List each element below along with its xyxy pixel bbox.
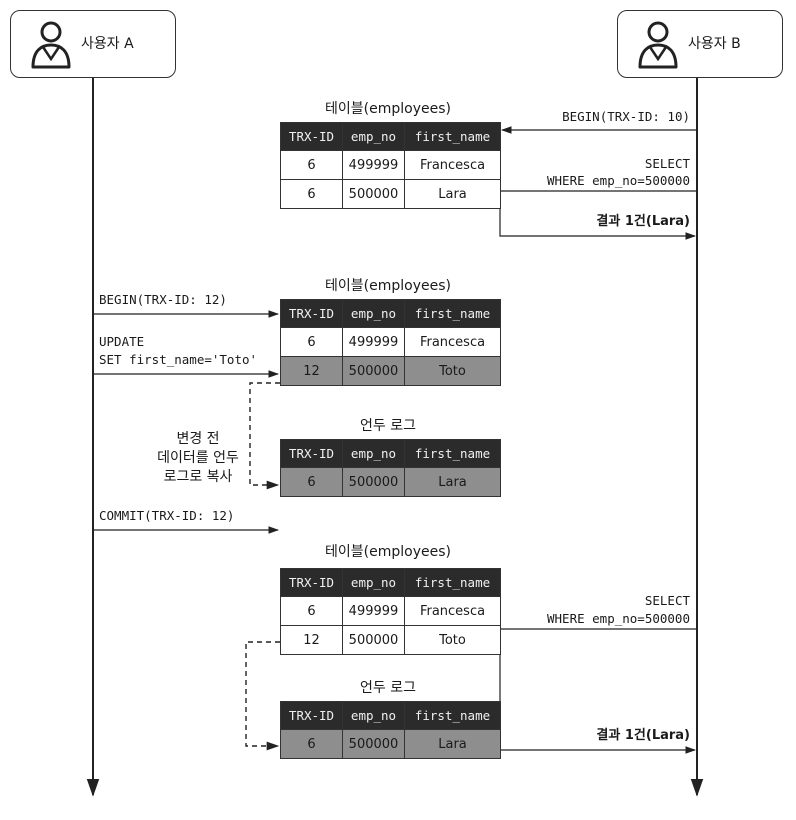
- cell: Francesca: [404, 596, 501, 626]
- msg-select-b-line2: WHERE emp_no=500000: [547, 173, 690, 188]
- cell: 500000: [342, 467, 405, 497]
- cell: 499999: [342, 596, 405, 626]
- cell: Lara: [404, 467, 501, 497]
- undo-caption-2: 언두 로그: [360, 680, 416, 696]
- cell: 500000: [342, 729, 405, 759]
- table-row: 6 500000 Lara: [280, 729, 501, 759]
- header-emp-no: emp_no: [342, 299, 405, 328]
- table-header-row: TRX-ID emp_no first_name: [280, 299, 501, 328]
- table-caption-1: 테이블(employees): [325, 101, 451, 117]
- table-header-row: TRX-ID emp_no first_name: [280, 439, 501, 468]
- cell: Toto: [404, 356, 501, 386]
- cell: 499999: [342, 150, 405, 180]
- table-row: 6 499999 Francesca: [280, 327, 501, 357]
- header-first-name: first_name: [404, 299, 501, 328]
- msg-commit-a: COMMIT(TRX-ID: 12): [99, 508, 235, 523]
- table-row: 12 500000 Toto: [280, 625, 501, 655]
- header-emp-no: emp_no: [342, 701, 405, 730]
- msg-select-b-line1: SELECT: [644, 156, 690, 171]
- header-first-name: first_name: [404, 568, 501, 597]
- user-icon: [638, 21, 678, 69]
- cell: 6: [280, 179, 343, 209]
- cell: Francesca: [404, 327, 501, 357]
- cell: 6: [280, 729, 343, 759]
- table-row: 6 499999 Francesca: [280, 596, 501, 626]
- copy-note-line1: 변경 전: [176, 431, 220, 447]
- cell: 6: [280, 150, 343, 180]
- copy-note-line3: 로그로 복사: [163, 469, 233, 485]
- undo-caption-1: 언두 로그: [360, 418, 416, 434]
- header-emp-no: emp_no: [342, 568, 405, 597]
- cell: Lara: [404, 179, 501, 209]
- msg-update-a-line2: SET first_name='Toto': [99, 352, 258, 367]
- undo-log-table-1: TRX-ID emp_no first_name 6 500000 Lara: [280, 439, 501, 497]
- cell: 500000: [342, 179, 405, 209]
- cell: 500000: [342, 625, 405, 655]
- employees-table-3: TRX-ID emp_no first_name 6 499999 France…: [280, 568, 501, 655]
- user-a-label: 사용자 A: [81, 36, 134, 52]
- msg-begin-b: BEGIN(TRX-ID: 10): [562, 109, 690, 124]
- table-row: 6 499999 Francesca: [280, 150, 501, 180]
- header-trx-id: TRX-ID: [280, 701, 343, 730]
- msg-update-a-line1: UPDATE: [99, 334, 145, 349]
- copy-note-line2: 데이터를 언두: [157, 450, 239, 466]
- undo-log-table-2: TRX-ID emp_no first_name 6 500000 Lara: [280, 701, 501, 759]
- msg-select-b2-line2: WHERE emp_no=500000: [547, 611, 690, 626]
- msg-result-b-1: 결과 1건(Lara): [596, 214, 690, 229]
- arrow-copy-undo-2: [245, 641, 280, 751]
- user-a-box: 사용자 A: [10, 10, 176, 78]
- cell: 499999: [342, 327, 405, 357]
- user-b-box: 사용자 B: [617, 10, 783, 78]
- user-icon: [31, 21, 71, 69]
- cell: 6: [280, 327, 343, 357]
- table-header-row: TRX-ID emp_no first_name: [280, 701, 501, 730]
- arrow-copy-undo-1: [249, 382, 280, 490]
- cell: Francesca: [404, 150, 501, 180]
- cell: 6: [280, 467, 343, 497]
- cell: 6: [280, 596, 343, 626]
- header-trx-id: TRX-ID: [280, 122, 343, 151]
- table-header-row: TRX-ID emp_no first_name: [280, 568, 501, 597]
- table-row: 6 500000 Lara: [280, 179, 501, 209]
- header-emp-no: emp_no: [342, 439, 405, 468]
- cell: Lara: [404, 729, 501, 759]
- cell: 12: [280, 356, 343, 386]
- cell: 12: [280, 625, 343, 655]
- cell: 500000: [342, 356, 405, 386]
- header-emp-no: emp_no: [342, 122, 405, 151]
- msg-select-b2-line1: SELECT: [644, 593, 690, 608]
- user-b-label: 사용자 B: [688, 36, 741, 52]
- header-first-name: first_name: [404, 439, 501, 468]
- employees-table-2: TRX-ID emp_no first_name 6 499999 France…: [280, 299, 501, 386]
- msg-result-b-2: 결과 1건(Lara): [596, 728, 690, 743]
- header-trx-id: TRX-ID: [280, 299, 343, 328]
- table-caption-3: 테이블(employees): [325, 544, 451, 560]
- header-first-name: first_name: [404, 122, 501, 151]
- employees-table-1: TRX-ID emp_no first_name 6 499999 France…: [280, 122, 501, 209]
- header-trx-id: TRX-ID: [280, 568, 343, 597]
- msg-begin-a: BEGIN(TRX-ID: 12): [99, 292, 227, 307]
- table-row: 6 500000 Lara: [280, 467, 501, 497]
- copy-note: 변경 전 데이터를 언두 로그로 복사: [128, 430, 268, 487]
- table-header-row: TRX-ID emp_no first_name: [280, 122, 501, 151]
- header-first-name: first_name: [404, 701, 501, 730]
- cell: Toto: [404, 625, 501, 655]
- table-row-updated: 12 500000 Toto: [280, 356, 501, 386]
- header-trx-id: TRX-ID: [280, 439, 343, 468]
- table-caption-2: 테이블(employees): [325, 278, 451, 294]
